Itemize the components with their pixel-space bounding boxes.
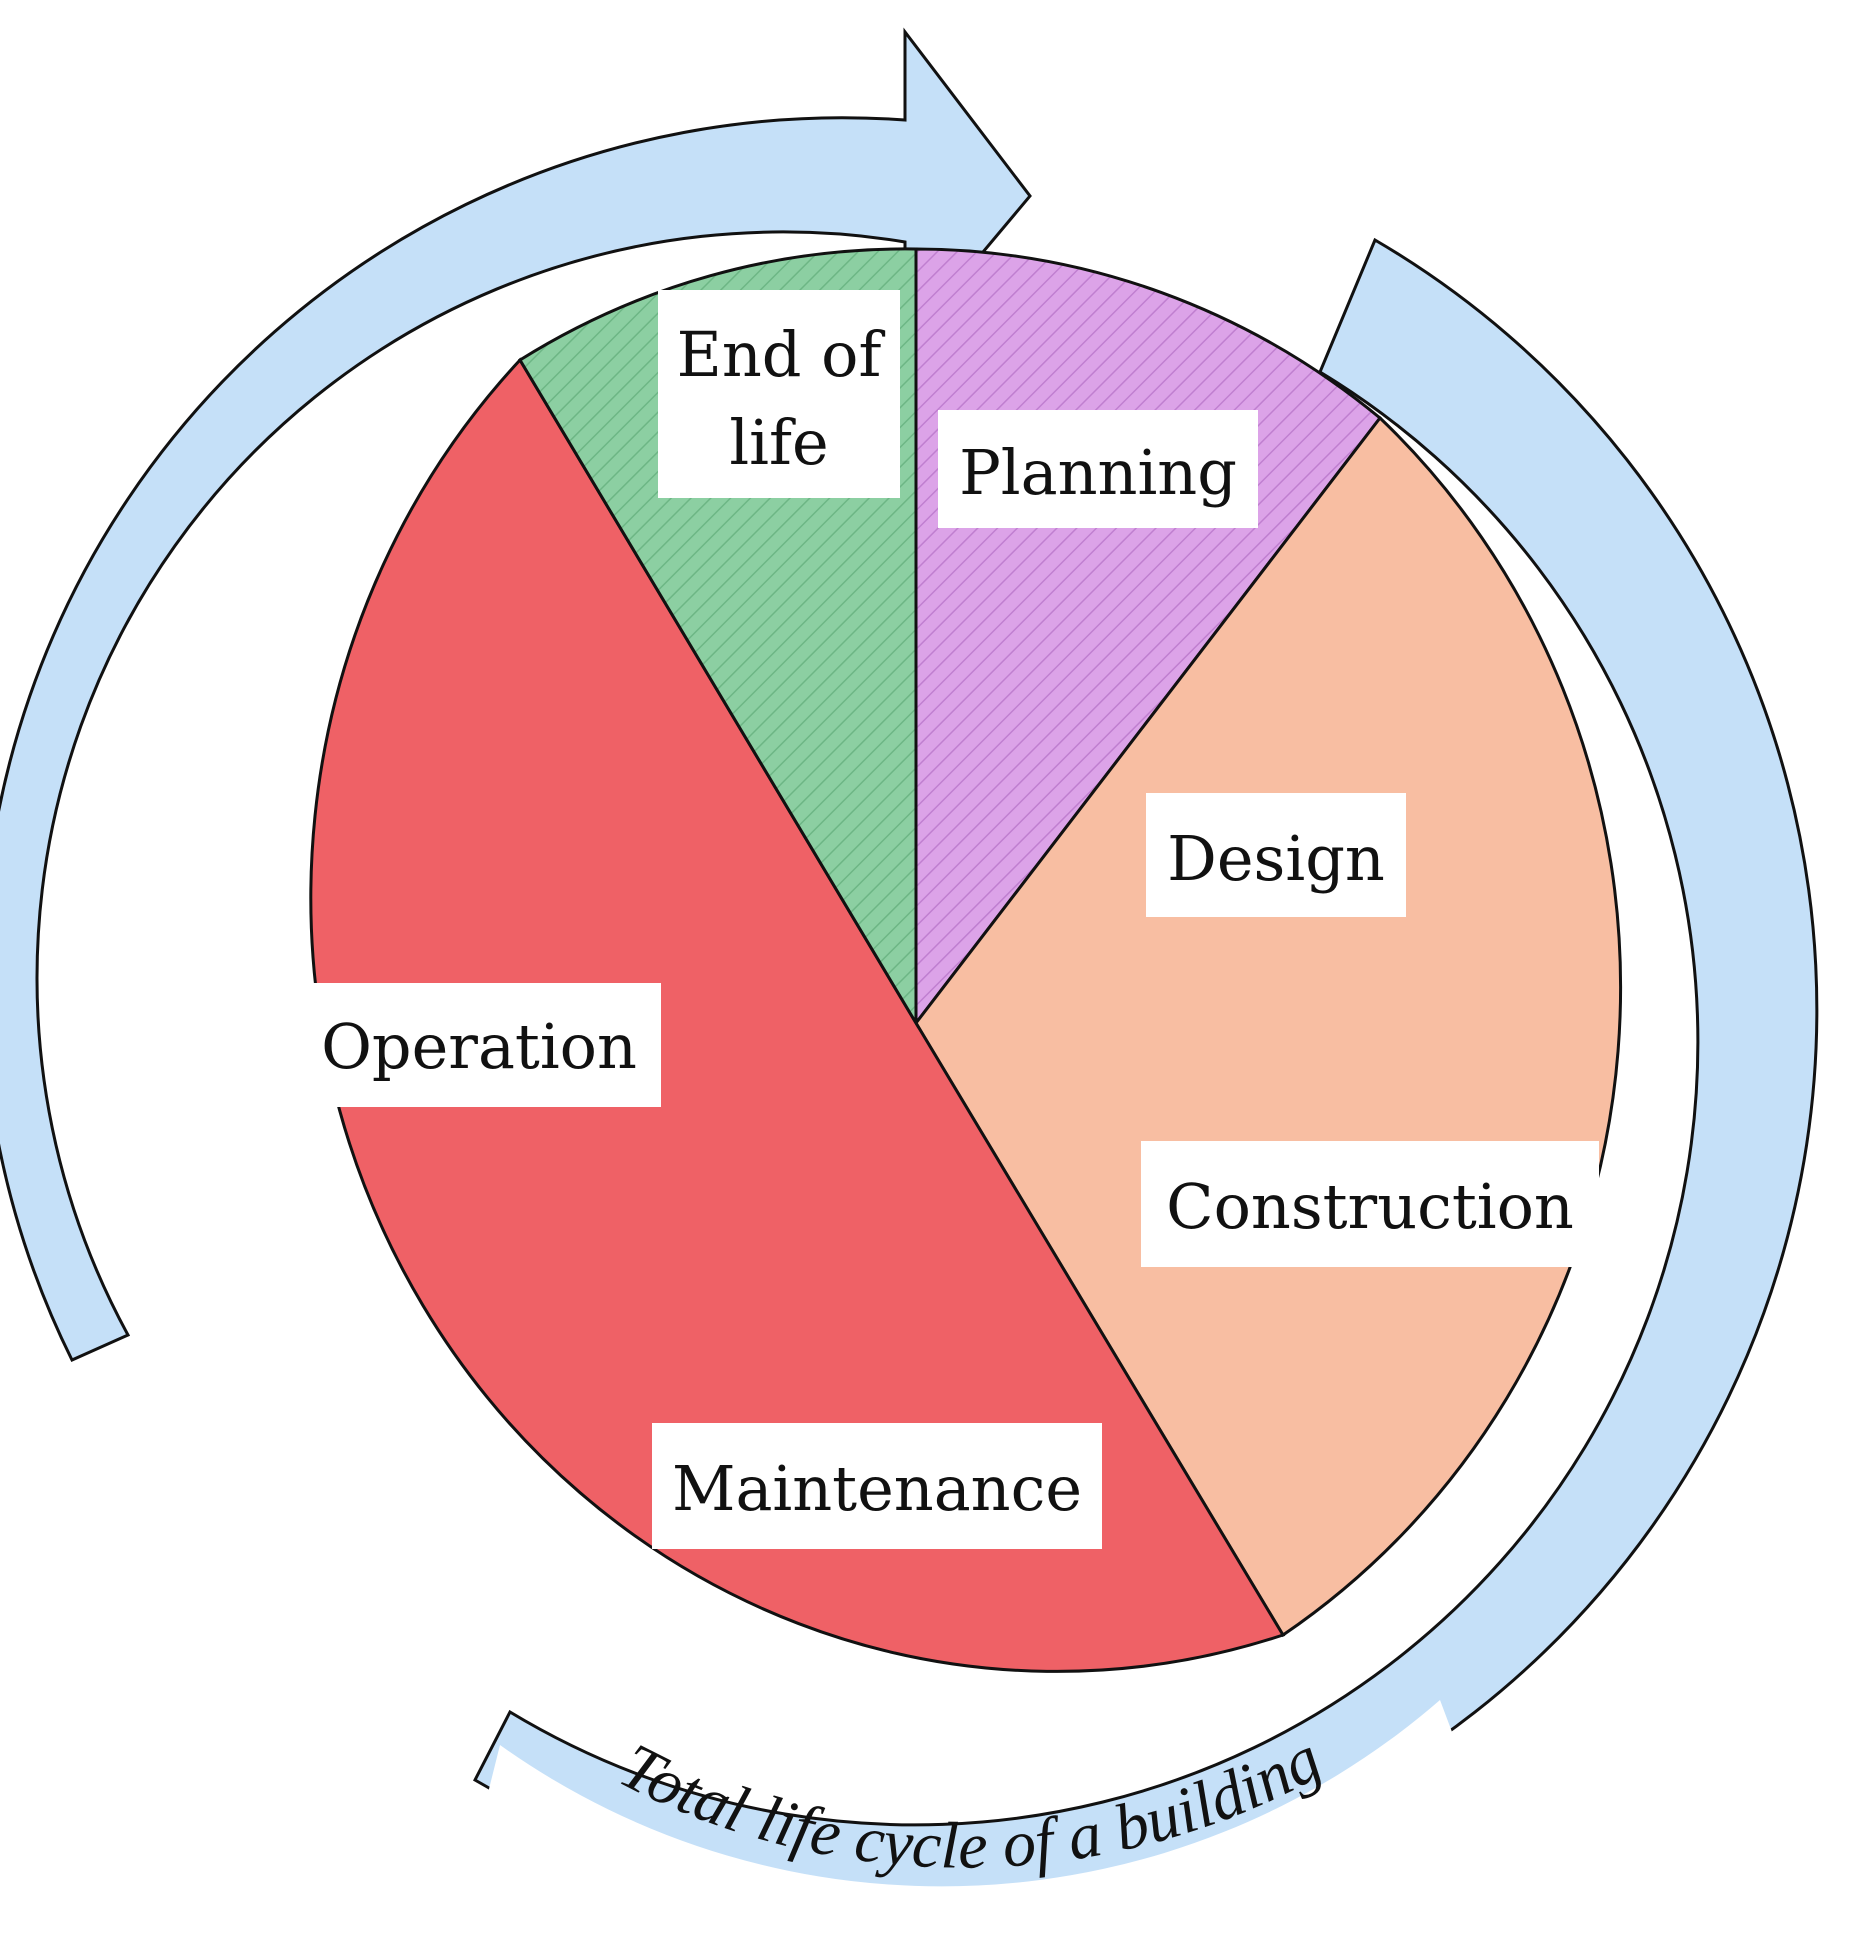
label-planning: Planning	[938, 410, 1258, 528]
end-of-life-label-line2: life	[729, 406, 828, 479]
label-construction: Construction	[1141, 1141, 1599, 1267]
maintenance-label: Maintenance	[672, 1452, 1082, 1525]
label-maintenance: Maintenance	[652, 1423, 1102, 1549]
label-operation: Operation	[297, 983, 661, 1107]
construction-label: Construction	[1166, 1170, 1574, 1243]
planning-label: Planning	[959, 436, 1237, 509]
operation-label: Operation	[321, 1010, 637, 1083]
cycle-arrow-upper	[0, 27, 1032, 1362]
wedge-operation-maintenance	[309, 357, 1286, 1673]
label-design: Design	[1146, 793, 1406, 917]
end-of-life-label-line1: End of	[677, 318, 886, 391]
wedge-design-construction	[914, 415, 1623, 1638]
design-label: Design	[1167, 822, 1385, 895]
label-end-of-life: End of life	[658, 290, 900, 498]
